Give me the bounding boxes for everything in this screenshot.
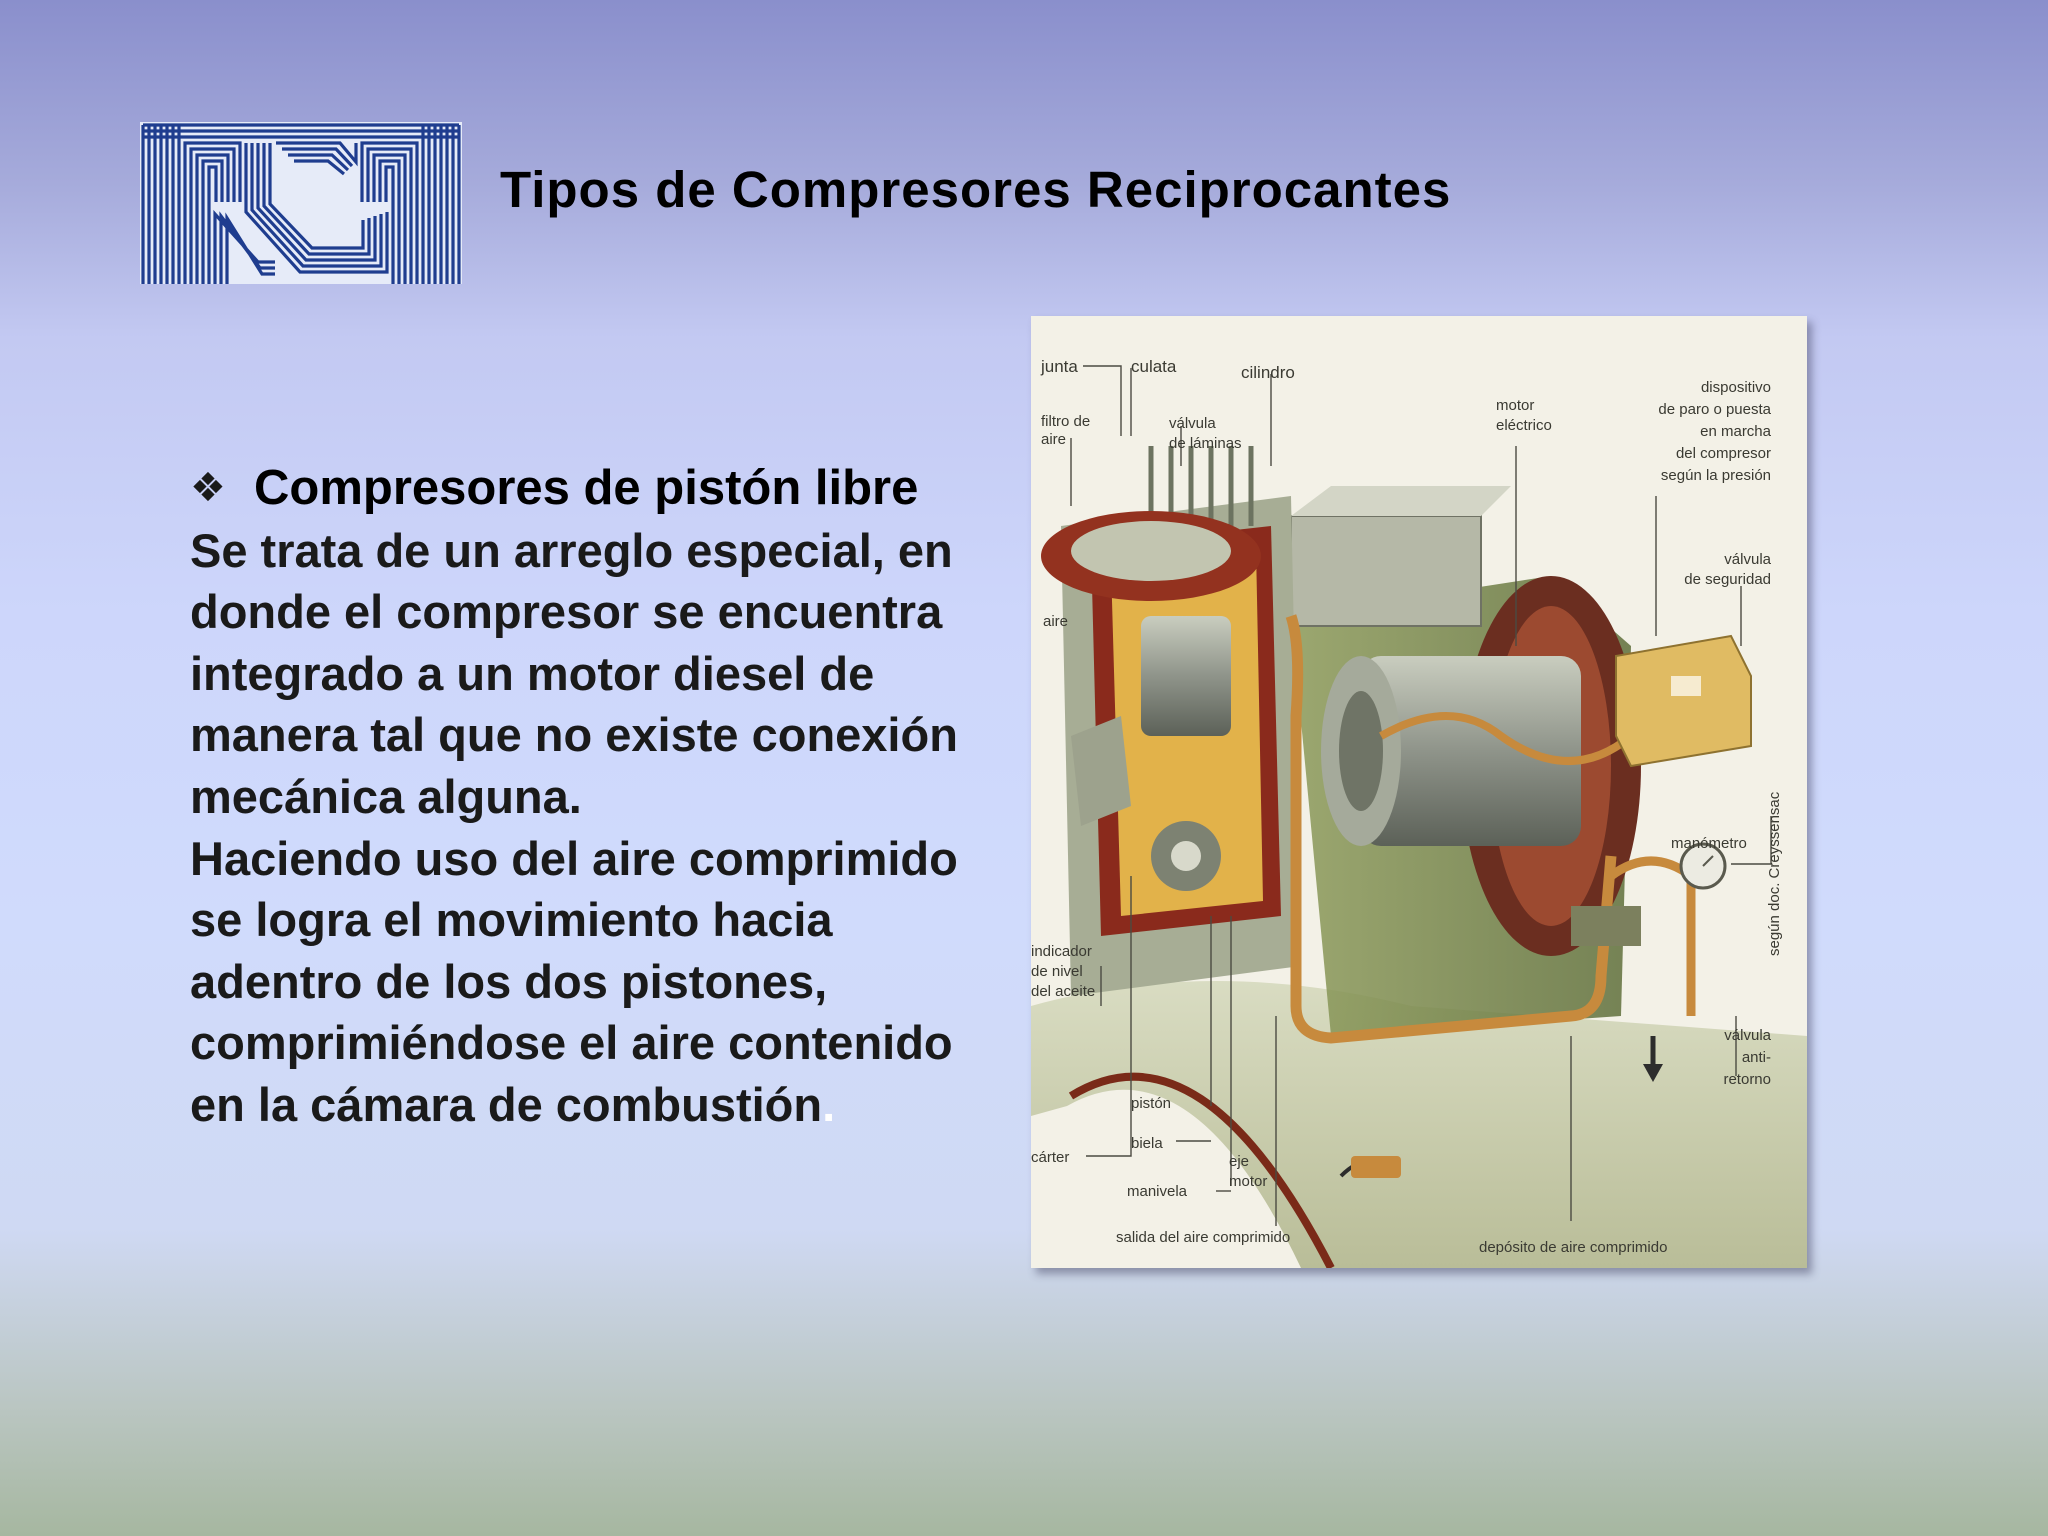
label-indicador-1: indicador <box>1031 943 1092 960</box>
logo <box>140 122 462 284</box>
label-deposito: depósito de aire comprimido <box>1479 1239 1667 1256</box>
label-cilindro: cilindro <box>1241 363 1295 382</box>
label-motor-1: motor <box>1496 397 1534 414</box>
label-aire: aire <box>1043 613 1068 630</box>
label-dispositivo-1: dispositivo <box>1701 379 1771 396</box>
label-manometro: manómetro <box>1671 835 1747 852</box>
label-salida: salida del aire comprimido <box>1116 1229 1290 1246</box>
logo-mark <box>140 122 462 284</box>
label-antirretorno-1: válvula <box>1724 1027 1771 1044</box>
label-valvula-laminas-2: de láminas <box>1169 435 1242 452</box>
label-dispositivo-3: en marcha <box>1700 423 1772 440</box>
label-seguridad-2: de seguridad <box>1684 571 1771 588</box>
paragraph-operation-text: Haciendo uso del aire comprimido se logr… <box>190 831 958 1131</box>
label-filtro-1: filtro de <box>1041 413 1090 430</box>
label-dispositivo-4: del compresor <box>1676 445 1771 462</box>
body-text: ❖ Compresores de pistón libre Se trata d… <box>190 458 990 1136</box>
label-seguridad-1: válvula <box>1724 551 1771 568</box>
label-culata: culata <box>1131 357 1177 376</box>
label-eje-2: motor <box>1229 1173 1267 1190</box>
label-dispositivo-5: según la presión <box>1661 467 1771 484</box>
label-piston: pistón <box>1131 1095 1171 1112</box>
label-indicador-3: del aceite <box>1031 983 1095 1000</box>
bullet-item: ❖ Compresores de pistón libre <box>190 458 990 520</box>
label-antirretorno-3: retorno <box>1723 1071 1771 1088</box>
label-manivela: manivela <box>1127 1183 1188 1200</box>
compressor-diagram: junta culata cilindro filtro de aire vál… <box>1031 316 1807 1268</box>
label-filtro-2: aire <box>1041 431 1066 448</box>
paragraph-operation: Haciendo uso del aire comprimido se logr… <box>190 828 990 1136</box>
label-indicador-2: de nivel <box>1031 963 1083 980</box>
label-junta: junta <box>1040 357 1078 376</box>
compressor-illustration: junta culata cilindro filtro de aire vál… <box>1031 357 1807 1268</box>
label-biela: biela <box>1131 1135 1163 1152</box>
trailing-dot: . <box>822 1077 836 1131</box>
label-motor-2: eléctrico <box>1496 417 1552 434</box>
label-valvula-laminas-1: válvula <box>1169 415 1216 432</box>
diamond-bullet-icon: ❖ <box>190 466 226 510</box>
label-eje-1: eje <box>1229 1153 1249 1170</box>
slide-title: Tipos de Compresores Reciprocantes <box>500 161 1452 218</box>
paragraph-description: Se trata de un arreglo especial, en dond… <box>190 523 958 823</box>
label-credit: según doc. Creyssensac <box>1766 791 1783 956</box>
label-antirretorno-2: anti- <box>1742 1049 1771 1066</box>
label-carter: cárter <box>1031 1149 1069 1166</box>
label-dispositivo-2: de paro o puesta <box>1658 401 1771 418</box>
bullet-heading: Compresores de pistón libre <box>254 461 919 515</box>
